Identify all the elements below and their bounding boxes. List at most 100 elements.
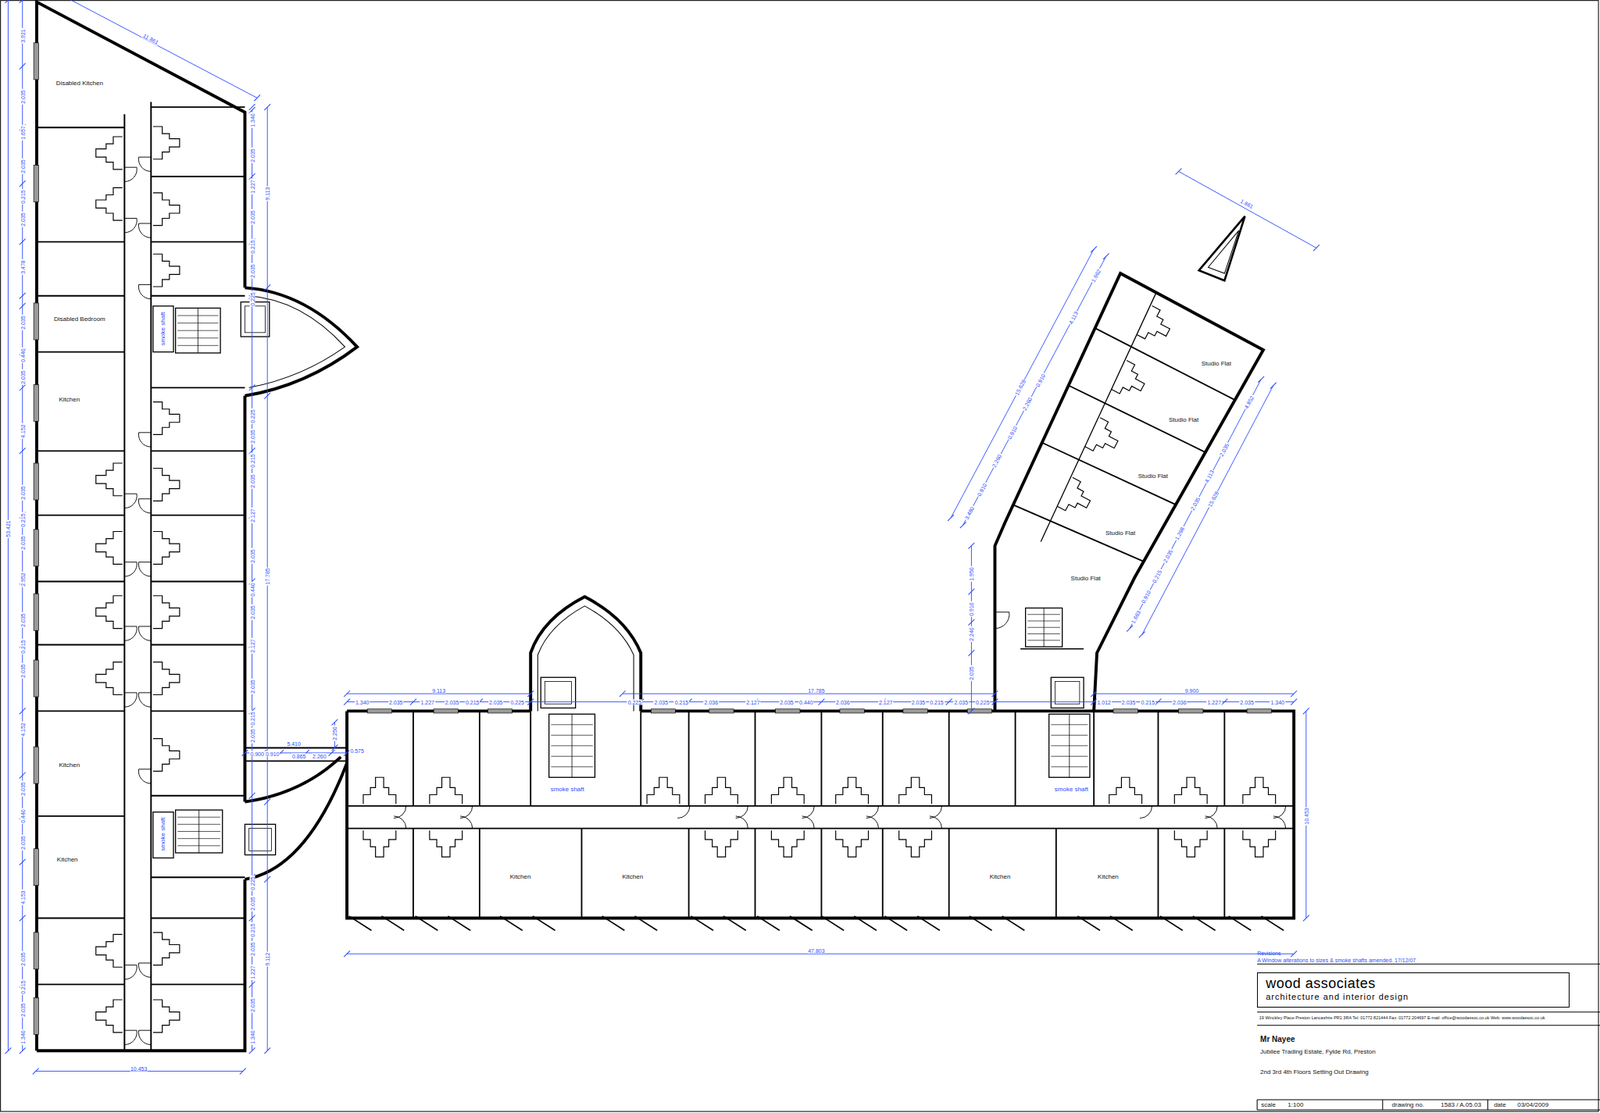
dimension-text: 9.113 bbox=[264, 186, 271, 202]
bathroom-pod bbox=[1109, 777, 1143, 804]
dimension-text: 9.113 bbox=[431, 688, 447, 694]
window bbox=[775, 709, 800, 714]
dimension-tick bbox=[264, 799, 271, 806]
dimension-tick bbox=[264, 392, 271, 400]
door-swing bbox=[138, 562, 151, 577]
dimension-text: 1.227 bbox=[419, 699, 436, 705]
dimension-tick bbox=[264, 284, 271, 291]
bathroom-pod bbox=[1174, 777, 1208, 804]
wall-line bbox=[1095, 328, 1236, 400]
wall-line bbox=[150, 450, 245, 452]
dimension-text: 0.225 bbox=[249, 291, 255, 308]
dimension-tick bbox=[5, 1047, 12, 1054]
dimension-tick bbox=[1270, 382, 1277, 390]
wall-line bbox=[123, 114, 125, 1051]
wall-line bbox=[346, 828, 1294, 830]
dimension-tick bbox=[19, 63, 26, 70]
wall-line bbox=[36, 514, 125, 517]
dimension-line bbox=[346, 953, 1294, 955]
dimension-text: 2.035 bbox=[1189, 496, 1201, 513]
node-text: Disabled Kitchen bbox=[56, 80, 104, 88]
bathroom-pod bbox=[1242, 830, 1276, 858]
door-swing bbox=[124, 626, 137, 641]
dimension-text: 0.225 bbox=[249, 875, 255, 892]
door-swing bbox=[138, 769, 151, 784]
wall-line bbox=[150, 514, 245, 517]
window bbox=[723, 916, 747, 931]
dimension-text: 0.215 bbox=[19, 189, 25, 205]
dimension-text: 2.260 bbox=[1021, 396, 1034, 413]
dimension-text: 2.260 bbox=[311, 753, 328, 759]
dimension-tick bbox=[242, 750, 249, 757]
wall-line bbox=[243, 396, 247, 803]
dimension-text: 0.910 bbox=[1034, 371, 1047, 389]
bathroom-pod bbox=[153, 253, 180, 287]
dimension-tick bbox=[946, 699, 953, 706]
dimension-text: 2.127 bbox=[878, 699, 894, 705]
dimension-tick bbox=[968, 619, 975, 626]
title-block-text: drawing no. bbox=[1392, 1102, 1425, 1109]
dimension-tick bbox=[264, 103, 271, 111]
wall-line bbox=[688, 710, 690, 806]
door-swing bbox=[124, 1030, 137, 1045]
dimension-text: 1.012 bbox=[1096, 699, 1112, 705]
title-block-line bbox=[1257, 1100, 1258, 1111]
dimension-text: 2.035 bbox=[19, 369, 25, 386]
dimension-text: 2.035 bbox=[778, 699, 795, 705]
door-swing bbox=[124, 167, 137, 182]
dimension-tick bbox=[249, 384, 256, 391]
dimension-text: 3.921 bbox=[19, 28, 25, 44]
bathroom-pod bbox=[96, 463, 123, 497]
dimension-text: 10.453 bbox=[1303, 807, 1309, 825]
dimension-text: 0.440 bbox=[249, 582, 255, 598]
wall-line bbox=[478, 828, 481, 919]
dimension-text: 0.215 bbox=[928, 699, 945, 705]
dimension-text: 0.215 bbox=[1140, 699, 1157, 705]
dimension-text: 2.035 bbox=[19, 781, 25, 797]
dimension-tick bbox=[968, 650, 975, 657]
node-text: Kitchen bbox=[58, 761, 80, 769]
wall-line bbox=[36, 815, 125, 818]
dimension-text: 2.035 bbox=[19, 535, 25, 551]
bathroom-pod bbox=[96, 532, 123, 565]
door-swing bbox=[138, 963, 151, 978]
dimension-text: 4.153 bbox=[19, 890, 25, 907]
dimension-text: 2.035 bbox=[19, 158, 25, 175]
dimension-tick bbox=[249, 792, 256, 800]
title-block-text: 2nd 3rd 4th Floors Setting Out Drawing bbox=[1260, 1069, 1369, 1076]
window bbox=[969, 916, 993, 931]
dimension-text: 1.950 bbox=[968, 567, 975, 583]
door-swing bbox=[677, 806, 690, 819]
revision-note: Revisions bbox=[1257, 950, 1281, 956]
wall-line bbox=[1068, 385, 1206, 453]
north-arrow bbox=[1207, 230, 1239, 274]
dimension-tick bbox=[619, 690, 626, 697]
dimension-tick bbox=[264, 1047, 271, 1054]
dimension-text: 2.035 bbox=[249, 474, 255, 490]
dimension-tick bbox=[249, 1047, 256, 1054]
door-swing bbox=[138, 626, 151, 641]
dimension-text: 2.035 bbox=[1161, 548, 1174, 565]
dimension-text: 2.127 bbox=[249, 638, 255, 654]
node-text: smoke shaft bbox=[160, 311, 168, 346]
lift-car bbox=[544, 682, 572, 705]
bathroom-pod bbox=[646, 777, 680, 804]
wall-line bbox=[412, 710, 415, 806]
dimension-tick bbox=[249, 982, 256, 989]
bathroom-pod bbox=[153, 402, 180, 436]
wall-line bbox=[36, 879, 245, 1051]
wall-line bbox=[1157, 828, 1160, 919]
door-swing bbox=[124, 965, 137, 980]
wall-line bbox=[150, 644, 245, 647]
stair-tread bbox=[571, 714, 573, 778]
dimension-line bbox=[35, 1071, 243, 1072]
window bbox=[33, 42, 40, 80]
dimension-tick bbox=[1103, 253, 1110, 260]
dimension-text: 2.035 bbox=[19, 835, 25, 851]
node-text: Studio Flat bbox=[1168, 417, 1199, 425]
room-label: Kitchen bbox=[57, 857, 79, 865]
dimension-text: 2.260 bbox=[991, 453, 1004, 470]
room-label: Studio Flat bbox=[1138, 473, 1168, 481]
dimension-tick bbox=[1126, 625, 1133, 633]
